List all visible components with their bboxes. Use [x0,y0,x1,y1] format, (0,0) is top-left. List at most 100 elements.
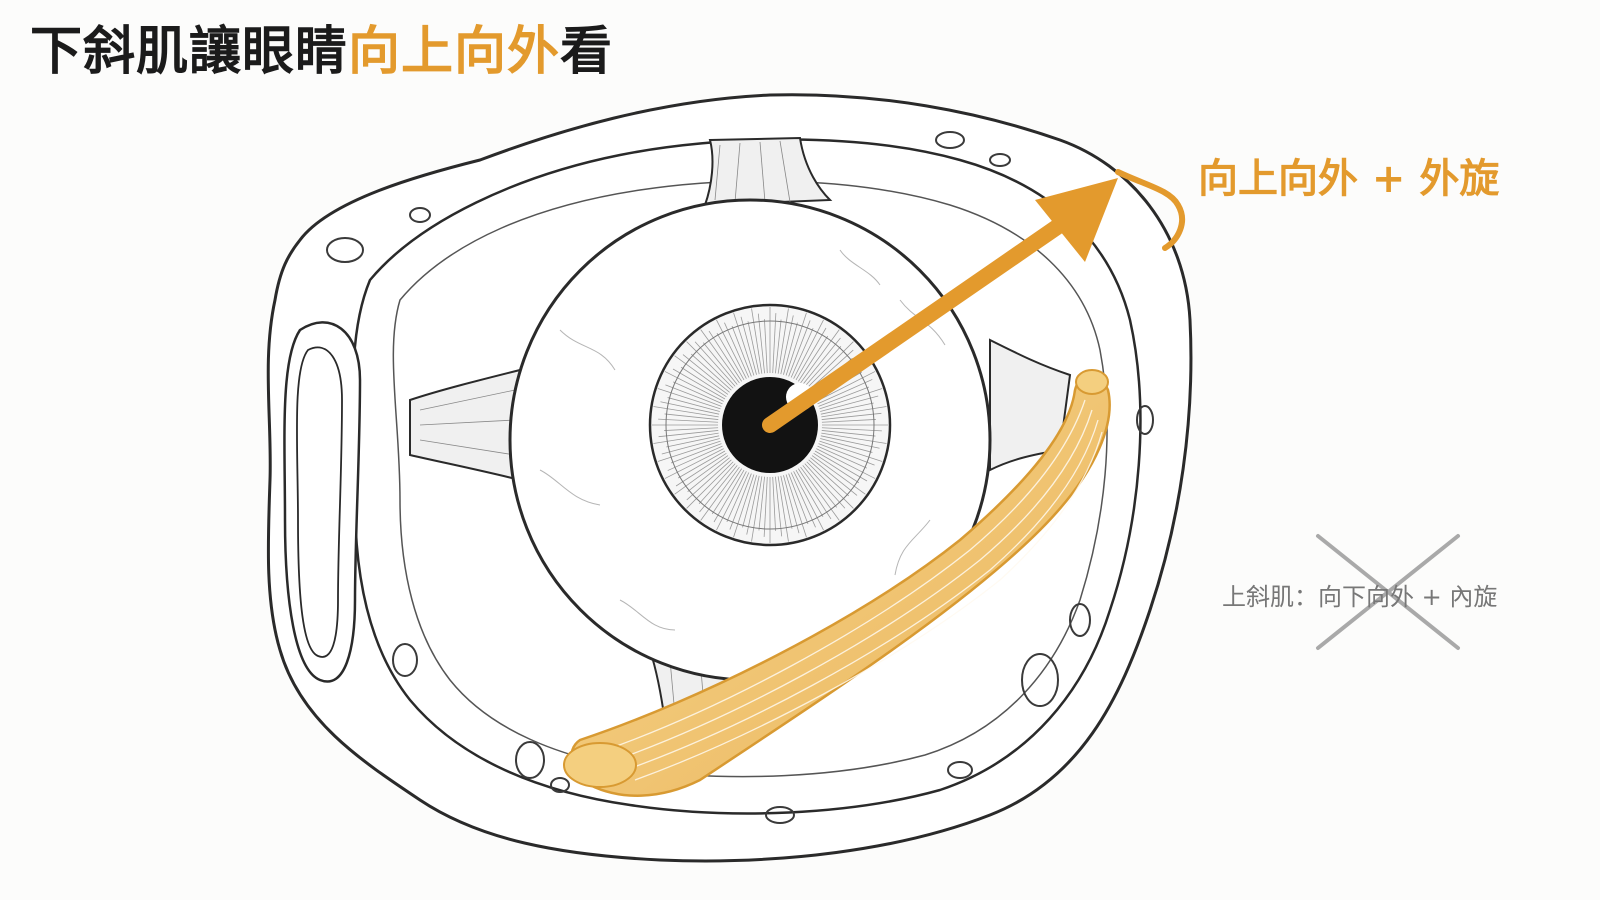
iris-fiber [673,381,723,405]
iris-fiber [746,475,760,535]
iris-fiber [678,450,726,479]
iris-fiber [817,445,867,469]
iris-fiber [729,473,752,530]
iris-fiber [733,474,755,538]
iris-fiber [785,474,807,538]
muscle-fibers [599,399,1103,781]
iris-fiber [821,427,882,432]
iris-fiber [783,322,798,375]
muscle-insertion [1075,369,1109,395]
nasal-canal-inner [295,346,343,658]
cross-out-icon [1316,534,1460,650]
title-prefix: 下斜肌讓眼睛 [30,22,349,82]
iris-fiber [664,427,719,431]
iris-fiber [726,472,750,522]
iris-fiber [793,471,824,531]
iris-fiber [686,459,732,501]
iris-fiber [740,316,757,375]
inferior-oblique-muscle [570,374,1111,797]
iris-fiber [780,315,794,375]
iris-fiber [772,313,777,374]
iris-fiber [758,476,765,531]
iris-fiber [682,354,730,393]
iris-fiber [813,452,860,484]
iris-fiber [700,466,740,521]
iris-fiber [814,450,868,482]
iris-fiber [820,402,874,415]
iris-fiber [772,476,776,531]
iris-fiber [716,333,745,381]
iris-fiber [658,418,719,423]
arrow-up-right-icon [762,178,1118,433]
iris-fiber [820,395,879,412]
iris-fiber [821,432,887,444]
iris-fiber [821,430,876,437]
iris-fiber [700,329,740,384]
iris-fiber [674,355,729,395]
iris-fiber [664,413,719,420]
lateral-rectus [989,338,1072,472]
iris-fiber [664,371,724,402]
iris-fiber [657,440,721,462]
iris-fiber [751,308,763,374]
title-highlight: 向上向外 [348,22,561,82]
superior-oblique-comparison-label: 上斜肌：向下向外 + 內旋 [1222,583,1498,611]
iris-fiber [653,406,719,418]
iris-fiber [731,325,752,377]
iris-fiber [775,476,783,537]
iris-fiber [788,320,811,377]
iris-fiber [816,448,876,479]
iris-fiber [680,366,727,398]
iris-fiber [793,319,824,379]
inferior-oblique-action-label: 向上向外 + 外旋 [1198,156,1500,202]
iris-fiber [664,448,724,479]
iris-fiber [783,475,800,534]
iris-fiber [742,475,757,528]
iris-fiber [667,397,720,412]
iris-fiber [797,335,829,382]
iris-fiber [757,313,765,374]
iris-fiber [674,455,729,495]
iris-fiber [795,327,827,381]
iris-fiber [653,432,719,444]
iris-fiber [806,461,854,509]
iris-fiber [747,321,760,375]
iris-fiber [666,435,720,448]
iris-fiber [780,475,793,529]
iris-fiber [819,440,883,462]
iris-fiber [763,476,768,537]
iris-fiber [790,328,814,378]
iris-fiber [790,472,816,528]
iris-fiber [820,438,873,453]
iris-fiber [816,371,876,402]
iris-fiber [733,312,755,376]
iris-fiber [716,471,747,531]
bone-texture [326,131,1154,824]
iris-fiber [690,353,732,391]
iris-fiber [694,341,736,387]
iris-fiber [665,384,722,407]
iris-fiber [698,463,736,505]
iris-fiber [716,319,747,379]
iris-fiber [821,412,882,420]
iris-fiber [713,469,745,523]
extorsion-curve-icon [1115,169,1186,251]
title-suffix: 看 [560,22,614,82]
iris-fiber [667,445,723,471]
iris-fiber [821,419,876,423]
iris-fiber [775,319,782,374]
muscle-origin [563,742,637,788]
iris-fiber [817,379,873,405]
iris-fiber [819,388,883,410]
nasal-canal-outline [283,321,362,683]
page-title: 下斜肌讓眼睛向上向外看 [30,22,614,82]
iris-fiber [686,341,734,389]
iris-texture [652,307,888,543]
iris-fiber [658,430,719,438]
iris-fiber [802,465,838,508]
iris-fiber [821,406,887,418]
iris-fiber [788,473,809,525]
iris-fiber [811,455,866,495]
iris-fiber [777,308,789,374]
